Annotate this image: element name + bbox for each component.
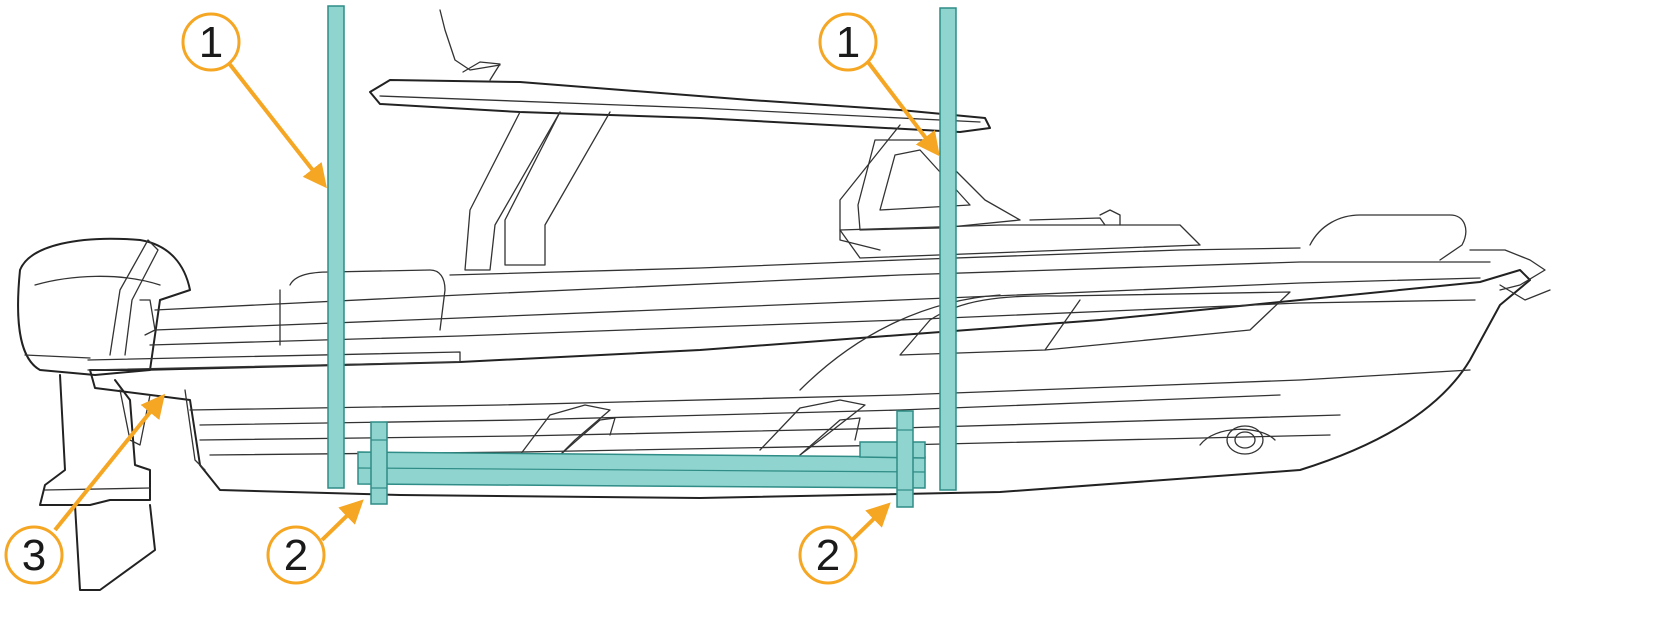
callout-arrow-2-fwd (850, 502, 891, 542)
callout-3: 3 (4, 525, 64, 585)
lifting-strap-fwd (939, 7, 957, 491)
callout-arrow-1-aft (226, 60, 327, 189)
callout-1-fwd-circle (818, 12, 878, 72)
trailer-support-frame (357, 410, 926, 508)
support-block-fwd (896, 410, 914, 508)
callout-1-fwd-label: 1 (836, 18, 860, 67)
callout-2-aft-label: 2 (284, 531, 308, 580)
callout-1-fwd: 1 (818, 12, 878, 72)
callout-arrow-3 (53, 393, 166, 532)
callout-arrow-1-fwd (866, 60, 940, 157)
callout-1-aft-circle (181, 12, 241, 72)
callout-2-fwd-circle (798, 525, 858, 585)
boat-hull-drawing (17, 9, 1551, 591)
callout-2-aft-circle (266, 525, 326, 585)
callout-2-fwd-label: 2 (816, 531, 840, 580)
support-block-aft (370, 421, 388, 505)
lifting-strap-aft (327, 5, 345, 489)
callout-3-label: 3 (22, 531, 46, 580)
callout-arrows (53, 60, 940, 542)
callout-3-circle (4, 525, 64, 585)
callout-2-fwd: 2 (798, 525, 858, 585)
callout-1-aft-label: 1 (199, 18, 223, 67)
lifting-straps (327, 5, 957, 491)
support-pad-fwd (859, 441, 926, 459)
callout-2-aft: 2 (266, 525, 326, 585)
callout-1-aft: 1 (181, 12, 241, 72)
callout-arrow-2-aft (320, 499, 364, 542)
